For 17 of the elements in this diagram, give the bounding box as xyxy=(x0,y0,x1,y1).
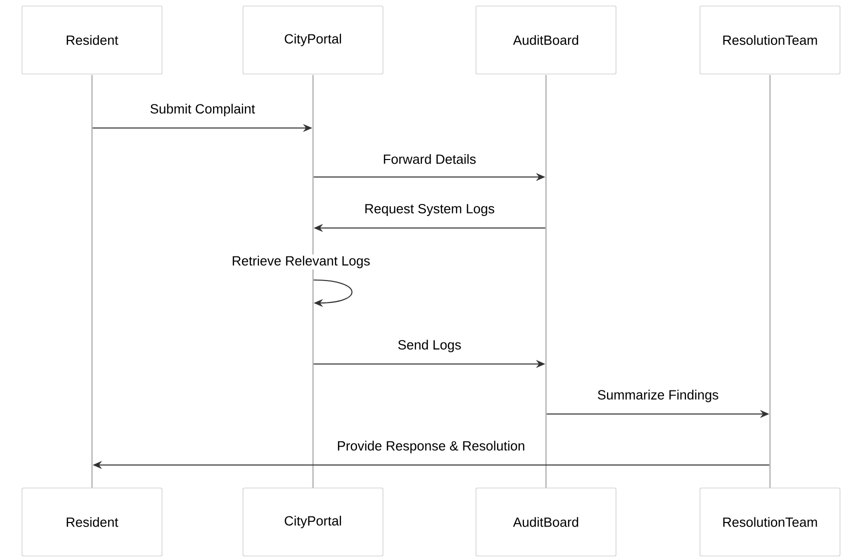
edge-label: Request System Logs xyxy=(362,202,496,218)
self-message-arrow xyxy=(314,279,352,308)
edge-label: Provide Response & Resolution xyxy=(336,439,526,455)
edge-label: Retrieve Relevant Logs xyxy=(230,254,372,270)
participant-box: Resident xyxy=(22,6,162,74)
edge-label: Send Logs xyxy=(396,338,463,354)
participant-box: AuditBoard xyxy=(476,6,616,74)
participant-box: AuditBoard xyxy=(476,488,616,556)
edge-label: Summarize Findings xyxy=(596,388,720,404)
lifeline xyxy=(312,75,314,488)
edge-label: Submit Complaint xyxy=(148,102,256,118)
edge-label: Forward Details xyxy=(382,152,478,166)
participant-box: CityPortal xyxy=(242,488,384,556)
participant-box: ResolutionTeam xyxy=(700,6,840,74)
participant-box: CityPortal xyxy=(242,6,384,74)
participant-box: Resident xyxy=(22,488,162,556)
participant-box: ResolutionTeam xyxy=(700,488,840,556)
